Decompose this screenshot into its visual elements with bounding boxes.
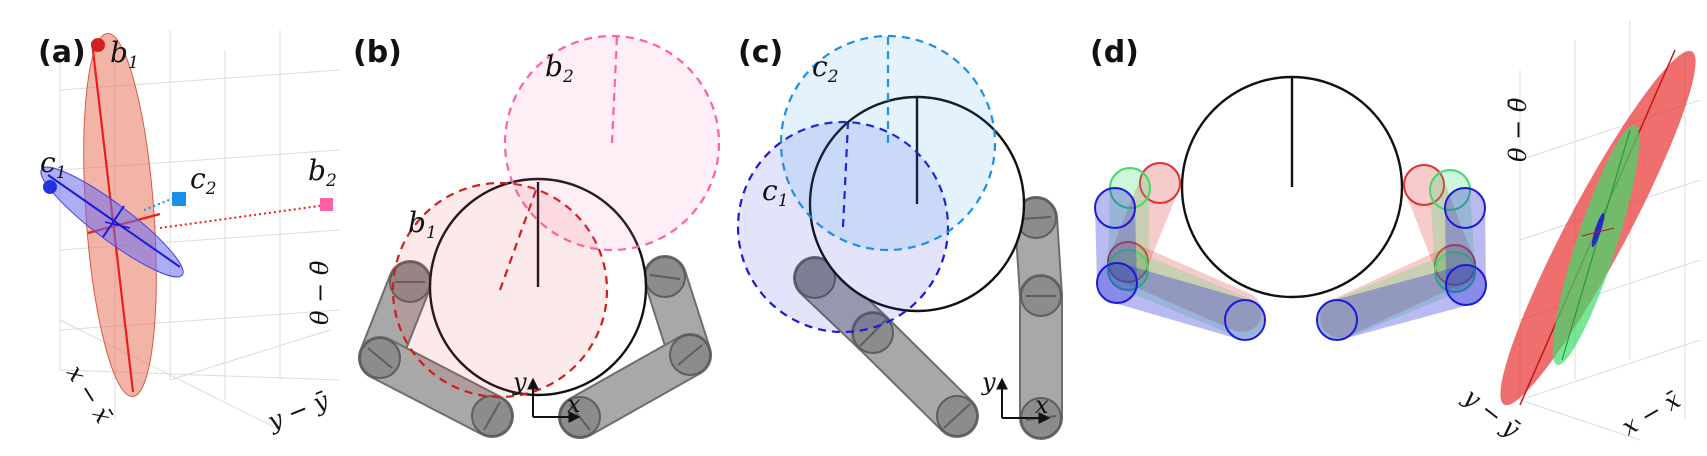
axis-label-theta-a: θ − θ̄ <box>306 260 334 325</box>
panel-label-a: (a) <box>38 35 86 70</box>
panel-label-b: (b) <box>353 35 402 70</box>
axis-label-x-d: x − x̄ <box>1617 385 1685 441</box>
finger-right-green <box>1318 169 1476 340</box>
panel-label-c: (c) <box>738 35 783 70</box>
label-c2: c2 <box>190 162 217 199</box>
ellipsoid-green-axis <box>1561 129 1631 361</box>
point-b2 <box>320 198 333 211</box>
panel-c: (c) <box>736 34 1063 440</box>
panel-label-d: (d) <box>1090 35 1139 70</box>
axis-label-x-a: x − x̄ <box>61 360 118 428</box>
label-circle-c2: c2 <box>812 50 839 87</box>
c-third-axis <box>104 221 131 229</box>
frame-label-x-b: x <box>567 390 581 418</box>
label-b1: b1 <box>110 36 139 73</box>
frame-label-x-c: x <box>1035 391 1049 419</box>
object-circle-c <box>808 95 1026 313</box>
object-circle-d <box>1180 75 1404 299</box>
robot-arm-left-b <box>358 260 514 438</box>
pose-circle-c1 <box>736 120 950 334</box>
label-circle-c1: c1 <box>762 174 789 211</box>
axis-label-y-a: y − ȳ <box>263 386 333 436</box>
label-circle-b1: b1 <box>408 206 437 243</box>
robot-arm-left-c <box>793 256 979 438</box>
point-c1 <box>43 180 57 194</box>
finger-left-blue <box>1094 187 1266 341</box>
robot-arm-right-b <box>558 255 712 439</box>
frame-label-y-c: y <box>981 368 996 396</box>
ellipsoid-blue <box>1591 212 1605 248</box>
label-c1: c1 <box>40 146 67 183</box>
panel-b: (b) <box>353 34 721 439</box>
c2-connector <box>143 197 175 211</box>
frame-axes-b: y x <box>512 368 581 423</box>
point-c2 <box>172 192 186 206</box>
axis-label-theta-d: θ − θ̄ <box>1504 97 1532 162</box>
pose-circle-c2 <box>779 34 997 252</box>
label-b2: b2 <box>308 154 337 191</box>
pose-circle-b1 <box>391 181 609 399</box>
frame-axes-c: y x <box>981 368 1051 424</box>
finger-right-blue <box>1316 187 1487 341</box>
panel-d: (d) <box>1090 20 1701 443</box>
b2-connector <box>159 204 327 229</box>
label-circle-b2: b2 <box>545 50 574 87</box>
robot-arm-right-c <box>1014 196 1063 440</box>
object-circle-b <box>428 177 648 397</box>
ellipsoid-cross-h <box>1581 227 1615 237</box>
frame-label-y-b: y <box>512 368 527 396</box>
point-b1 <box>91 38 105 52</box>
c-minor-axis <box>102 205 125 238</box>
pose-circle-b2 <box>503 34 721 252</box>
finger-left-green <box>1107 167 1264 338</box>
panel-a: (a) b1 c1 c2 b2 θ − θ̄ x − x̄ y − ȳ <box>38 30 341 436</box>
